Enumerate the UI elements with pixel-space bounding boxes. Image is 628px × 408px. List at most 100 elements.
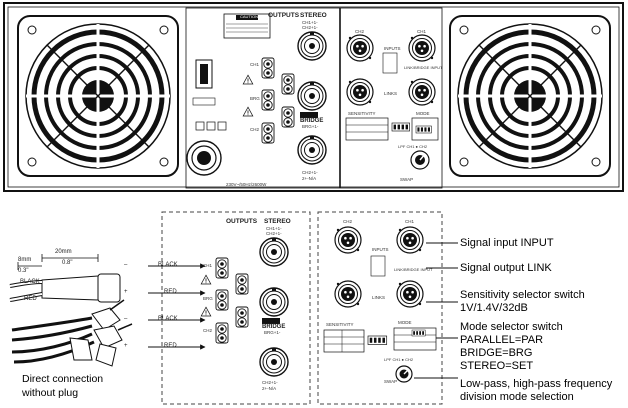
detail-ch1-link-xlr-icon [396,280,424,308]
panel-stereo-label: STEREO [300,12,327,19]
panel-ch2-input-xlr-icon [346,34,374,62]
rear-panel [3,2,624,192]
detail-warning-icon-1 [200,274,212,285]
panel-link-note: LINK/BRIDGE INPUT [404,65,443,70]
power-cord-icon [186,140,222,176]
callout-mode-stereo: STEREO=SET [460,360,534,372]
wire-black-label-2: BLACK [158,316,178,322]
detail-swap-label: SWAP [384,379,398,384]
left-fan-icon [18,16,178,176]
detail-outputs-label: OUTPUTS [226,218,258,225]
detail-sensitivity-dip-icon [367,335,388,345]
detail-crossover-knob-icon [395,365,413,383]
panel-sensitivity-label: SENSITIVITY [348,111,376,116]
detail-ch2-label: CH2 [203,328,213,333]
panel-sensitivity-dip-icon [391,122,411,132]
wire-minus-2: – [124,316,128,322]
certification-icon [217,121,227,131]
detail-ch1-label: CH1 [203,263,213,268]
dim-outer-in: 0.8" [62,260,73,266]
wire-plus-2: + [124,343,128,349]
detail-ch1-binding-post-b-icon [235,273,249,295]
detail-mode-label: MODE [398,320,412,325]
detail-brg-binding-post-icon [215,289,229,311]
panel-ch2-binding-post-icon [261,122,275,144]
detail-inputs-label: INPUTS [372,247,389,252]
wire-black-label-1: BLACK [158,262,178,268]
detail-brg-label: BRG [203,296,213,301]
panel-mode-label: MODE [416,111,430,116]
direct-connection-line2: without plug [22,387,79,399]
panel-ch1-binding-post-b-icon [281,73,295,95]
direct-connection-line1: Direct connection [22,373,104,385]
panel-ch2-na: 2+-N/A [302,176,317,181]
panel-inputs-label: INPUTS [384,46,401,51]
panel-ch2-binding-post-b-icon [281,106,295,128]
callout-signal-output: Signal output LINK [460,262,552,274]
detail-ch1-binding-post-icon [215,257,229,279]
cable-illustration [9,254,133,367]
callout-sensitivity-values: 1V/1.4V/32dB [460,302,528,314]
detail-ch2-input-xlr-icon [334,226,362,254]
detail-link-note: LINK/BRIDGE INPUT [394,267,433,272]
detail-stereo-sub: CH1+1- [266,226,282,231]
detail-ch2-na: 2+-N/A [262,386,277,391]
detail-sensitivity-label: SENSITIVITY [326,322,354,327]
panel-links-label: LINKS [384,91,398,96]
detail-ch1-input-label: CH1 [405,219,415,224]
callout-mode-title: Mode selector switch [460,321,563,333]
wire-minus-1: – [124,262,128,268]
panel-crossover-knob-icon [410,150,430,170]
right-fan-icon [450,16,610,176]
callout-signal-input: Signal input INPUT [460,237,554,249]
bare-wire-bundle-icon [11,299,133,367]
detail-ch2-binding-post-b-icon [235,306,249,328]
cable-red-label: RED [24,296,37,302]
callout-mode-parallel: PARALLEL=PAR [460,334,544,346]
panel-swap-label: SWAP [400,177,414,182]
detail-bridge-speakon-icon [259,287,289,317]
panel-outputs-label: OUTPUTS [268,12,300,19]
callout-sensitivity-title: Sensitivity selector switch [460,289,585,301]
panel-ch2-sub: CH2+1- [302,170,318,175]
callout-mode-bridge: BRIDGE=BRG [460,347,533,359]
panel-caution-label: CAUTION [240,14,258,19]
callout-lowpass-line2: division mode selection [460,391,574,403]
detail-mode-dip-icon [411,329,426,337]
panel-ch1-binding-post-icon [261,57,275,79]
cable-jacket [97,273,121,303]
panel-ch1-input-label: CH1 [417,29,427,34]
detail-ch2-link-xlr-icon [334,280,362,308]
panel-ch1-label: CH1 [250,62,260,67]
detail-sensitivity-table [323,329,365,353]
panel-ch2-speakon-icon [297,135,327,165]
panel-lpf-label: LPF CH1 ● CH2 [398,144,428,149]
detail-bridge-sub: BRG+1- [264,330,281,335]
wire-red-label-2: RED [164,343,177,349]
detail-view [148,211,458,405]
outputs-dashed-box [161,211,311,405]
panel-ch2-input-label: CH2 [355,29,365,34]
detail-stereo-sub2: CH2+1- [266,231,282,236]
inputs-dashed-box [317,211,443,405]
panel-sensitivity-table [345,117,389,141]
wire-red-label-1: RED [164,289,177,295]
panel-ch1-link-xlr-icon [408,78,436,106]
dim-outer-mm: 20mm [55,249,72,255]
panel-power-spec: 230V~/50Hz/2600W [226,182,267,187]
detail-warning-icon-2 [200,306,212,317]
panel-ch1-input-xlr-icon [408,34,436,62]
dim-inner-mm: 8mm [18,257,32,263]
panel-stereo-sub2: CH2+1- [302,25,318,30]
detail-links-label: LINKS [372,295,386,300]
rating-icon [206,121,216,131]
detail-ch1-input-xlr-icon [396,226,424,254]
panel-brg-binding-post-icon [261,89,275,111]
detail-ch2-sub: CH2+1- [262,380,278,385]
detail-stereo-speakon-icon [259,237,289,267]
detail-ch2-input-label: CH2 [343,219,353,224]
ground-icon [195,121,205,131]
detail-lpf-label: LPF CH1 ● CH2 [384,357,414,362]
